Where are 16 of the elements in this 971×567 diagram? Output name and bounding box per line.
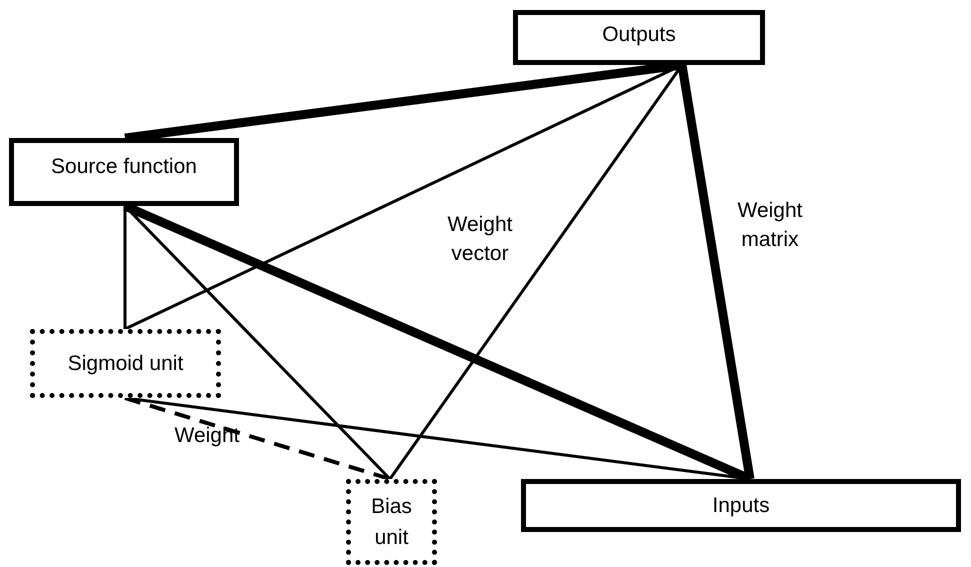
connector-line — [124, 206, 126, 329]
connector-line — [124, 396, 391, 481]
node-box — [521, 479, 961, 532]
node-label: Source function — [51, 154, 197, 180]
edge-label: Weight vector — [446, 212, 514, 268]
node-label: Bias unit — [370, 494, 413, 551]
connector-line — [678, 64, 754, 480]
edge-label: Weight matrix — [736, 198, 804, 254]
node-box — [346, 479, 437, 565]
node-label: Sigmoid unit — [68, 350, 184, 377]
node-label: Outputs — [602, 22, 676, 48]
node-box — [9, 138, 239, 206]
node-box — [30, 329, 221, 398]
node-box — [513, 10, 765, 65]
node-label: Inputs — [712, 492, 770, 519]
edge-label: Weight — [174, 423, 240, 449]
